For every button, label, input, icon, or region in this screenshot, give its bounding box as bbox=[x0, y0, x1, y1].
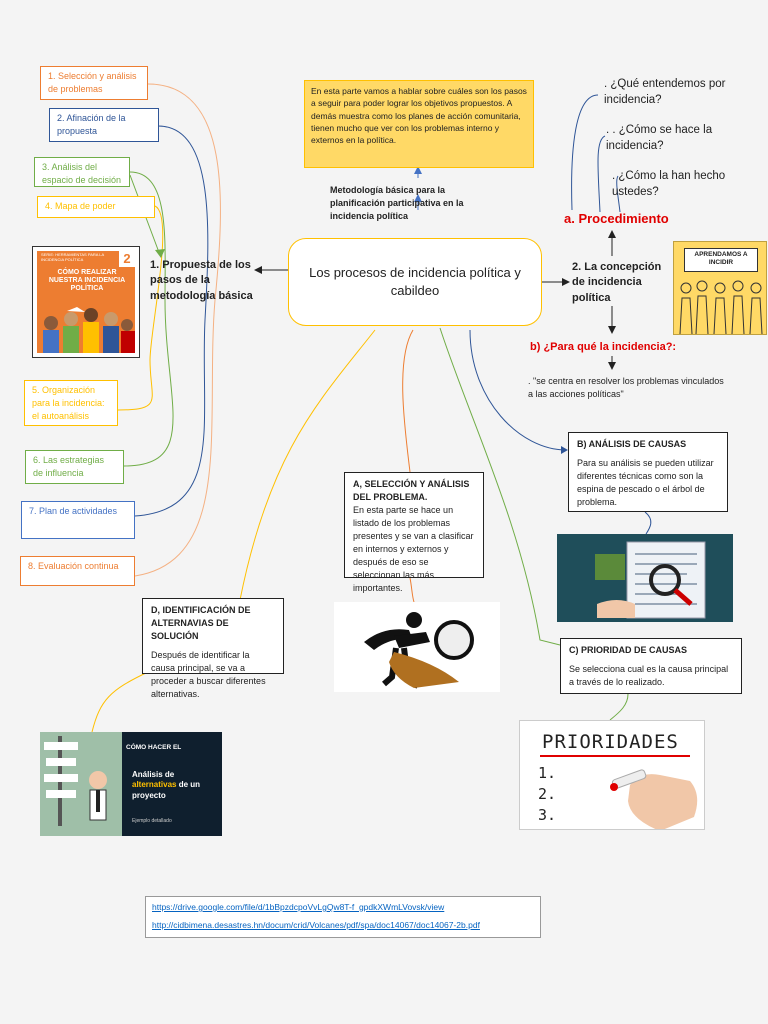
analysis-documents-image bbox=[557, 534, 733, 622]
card-d: D, IDENTIFICACIÓN DE ALTERNAVIAS DE SOLU… bbox=[142, 598, 284, 699]
card-a: A, SELECCIÓN Y ANÁLISIS DEL PROBLEMA. En… bbox=[344, 472, 484, 593]
card-c: C) PRIORIDAD DE CAUSAS Se selecciona cua… bbox=[560, 638, 742, 694]
purpose-text: . "se centra en resolver los problemas v… bbox=[528, 376, 724, 400]
poster-banner: APRENDAMOS A INCIDIR bbox=[684, 248, 758, 272]
card-b-text: Para su análisis se pueden utilizar dife… bbox=[577, 458, 714, 508]
question-2: . . ¿Cómo se hace la incidencia? bbox=[606, 124, 713, 153]
priorities-underline bbox=[540, 755, 690, 757]
alternatives-image: CÓMO HACER EL Análisis de alternativas d… bbox=[40, 732, 222, 836]
step-7-box: 7. Plan de actividades bbox=[21, 501, 135, 539]
alternatives-subtitle: Ejemplo detallado bbox=[132, 818, 172, 824]
alternatives-title-c: de un proyecto bbox=[132, 780, 201, 800]
right-branch-title: 2. La concepción de incidencia política bbox=[572, 261, 662, 304]
book-number: 2 bbox=[119, 251, 135, 267]
links-box: https://drive.google.com/file/d/1bBpzdcp… bbox=[145, 896, 541, 938]
hand-marker-illustration bbox=[610, 769, 698, 829]
people-illustration bbox=[43, 307, 135, 353]
priority-item-2: 2. bbox=[538, 785, 557, 803]
card-b-title: B) ANÁLISIS DE CAUSAS bbox=[577, 439, 687, 449]
top-note-caption: Metodología básica para la planificación… bbox=[330, 185, 464, 222]
step-5-box: 5. Organización para la incidencia: el a… bbox=[24, 380, 118, 426]
magnifier-figure-image bbox=[334, 602, 500, 692]
signpost-illustration bbox=[44, 736, 107, 826]
step-2-box: 2. Afinación de la propuesta bbox=[49, 108, 159, 142]
poster-image: APRENDAMOS A INCIDIR bbox=[673, 241, 767, 335]
priority-item-1: 1. bbox=[538, 764, 557, 782]
step-6-box: 6. Las estrategias de influencia bbox=[25, 450, 124, 484]
step-3-box: 3. Análisis del espacio de decisión bbox=[34, 157, 130, 187]
central-topic-title: Los procesos de incidencia política y ca… bbox=[309, 264, 521, 298]
link-drive[interactable]: https://drive.google.com/file/d/1bBpzdcp… bbox=[152, 902, 445, 912]
step-8-box: 8. Evaluación continua bbox=[20, 556, 135, 586]
alternatives-title-b: alternativas bbox=[132, 780, 177, 790]
priorities-title: PRIORIDADES bbox=[542, 731, 679, 753]
card-d-text: Después de identificar la causa principa… bbox=[151, 650, 266, 700]
card-a-text: En esta parte se hace un listado de los … bbox=[353, 505, 474, 594]
card-b: B) ANÁLISIS DE CAUSAS Para su análisis s… bbox=[568, 432, 728, 512]
card-c-title: C) PRIORIDAD DE CAUSAS bbox=[569, 645, 688, 655]
procedure-label: a. Procedimiento bbox=[564, 211, 669, 226]
priorities-list: 1. 2. 3. bbox=[538, 763, 556, 826]
step-4-box: 4. Mapa de poder bbox=[37, 196, 155, 218]
top-note-text: En esta parte vamos a hablar sobre cuále… bbox=[311, 86, 527, 146]
priority-item-3: 3. bbox=[538, 806, 557, 824]
book-series: SERIE: HERRAMIENTAS PARA LA INCIDENCIA P… bbox=[41, 252, 104, 262]
book-cover-image: SERIE: HERRAMIENTAS PARA LA INCIDENCIA P… bbox=[32, 246, 140, 358]
alternatives-title-a: Análisis de bbox=[132, 770, 175, 779]
question-3: . ¿Cómo la han hecho ustedes? bbox=[612, 170, 726, 199]
card-c-text: Se selecciona cual es la causa principal… bbox=[569, 664, 729, 688]
card-d-title: D, IDENTIFICACIÓN DE ALTERNAVIAS DE SOLU… bbox=[151, 605, 251, 642]
book-title: CÓMO REALIZAR NUESTRA INCIDENCIA POLÍTIC… bbox=[48, 269, 126, 293]
link-cidbimena[interactable]: http://cidbimena.desastres.hn/docum/crid… bbox=[152, 920, 480, 930]
question-1: . ¿Qué entendemos por incidencia? bbox=[604, 78, 726, 107]
alternatives-title: Análisis de alternativas de un proyecto bbox=[132, 770, 218, 801]
step-1-box: 1. Selección y análisis de problemas bbox=[40, 66, 148, 100]
priorities-image: PRIORIDADES 1. 2. 3. bbox=[519, 720, 705, 830]
central-topic: Los procesos de incidencia política y ca… bbox=[288, 238, 542, 326]
card-a-title: A, SELECCIÓN Y ANÁLISIS DEL PROBLEMA. bbox=[353, 479, 470, 503]
purpose-label: b) ¿Para qué la incidencia?: bbox=[530, 341, 677, 353]
top-note: En esta parte vamos a hablar sobre cuále… bbox=[304, 80, 534, 168]
crowd-illustration bbox=[679, 280, 763, 334]
left-branch-title: 1. Propuesta de los pasos de la metodolo… bbox=[150, 259, 253, 302]
alternatives-heading: CÓMO HACER EL bbox=[126, 744, 182, 751]
